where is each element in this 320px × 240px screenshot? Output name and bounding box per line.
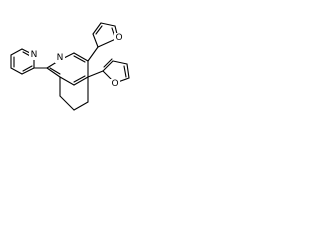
atom-label-isoquinoline-n: N (55, 53, 65, 63)
atom-label-lower-furan-o: O (110, 79, 120, 89)
svg-text:N: N (31, 50, 38, 60)
pyridine-ring (10, 48, 35, 75)
atom-label-upper-furan-o: O (114, 33, 124, 43)
svg-text:O: O (115, 33, 122, 43)
chemical-structure: N N O O (10, 22, 130, 111)
atom-label-pyridine-n: N (29, 50, 39, 60)
isoquinoline-aromatic-ring (46, 52, 89, 86)
upper-furan-linker-bond (87, 46, 99, 62)
tetrahydro-ring (59, 76, 89, 111)
svg-text:O: O (111, 79, 118, 89)
lower-furan-ring (102, 58, 130, 84)
svg-text:N: N (57, 53, 64, 63)
lower-furan-linker-bond (87, 70, 104, 78)
